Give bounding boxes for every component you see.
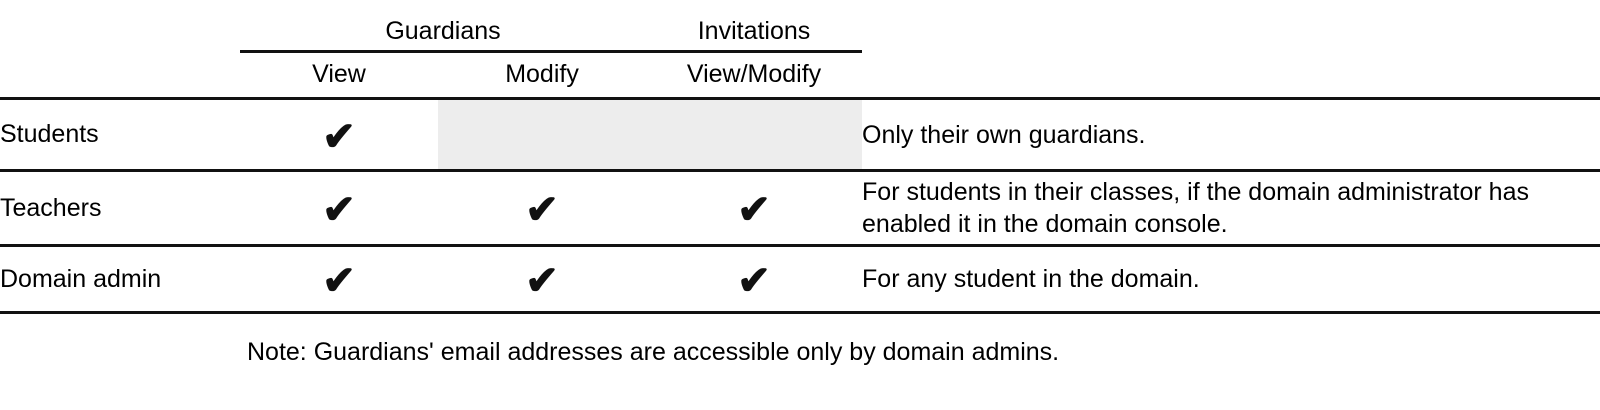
spanner-desc-empty — [862, 0, 1537, 52]
cell-teachers-invitations: ✔ — [646, 170, 863, 247]
cell-students-description: Only their own guardians. — [862, 98, 1538, 172]
table-row-students: Students ✔ Only their own guardians. — [0, 98, 1600, 172]
spanner-header-guardians: Guardians — [240, 0, 647, 53]
column-header-pad-empty — [1537, 51, 1600, 100]
row-label-domain-admin: Domain admin — [0, 245, 240, 314]
cell-teachers-description: For students in their classes, if the do… — [862, 170, 1538, 247]
cell-domain-admin-guardians-modify: ✔ — [438, 245, 647, 314]
cell-students-guardians-modify — [438, 98, 647, 172]
cell-domain-admin-description: For any student in the domain. — [862, 245, 1538, 314]
table-note: Note: Guardians' email addresses are acc… — [247, 338, 1060, 366]
cell-students-pad — [1537, 98, 1600, 172]
cell-domain-admin-pad — [1537, 245, 1600, 314]
guardian-permissions-table: Guardians Invitations View Modify View/M… — [0, 0, 1600, 314]
table-row-teachers: Teachers ✔ ✔ ✔ For students in their cla… — [0, 170, 1600, 247]
column-header-role-empty — [0, 51, 240, 100]
spanner-header-invitations: Invitations — [646, 0, 863, 53]
cell-domain-admin-invitations: ✔ — [646, 245, 863, 314]
row-label-teachers: Teachers — [0, 170, 240, 247]
check-icon: ✔ — [525, 188, 559, 232]
check-icon: ✔ — [737, 259, 771, 303]
cell-teachers-guardians-modify: ✔ — [438, 170, 647, 247]
cell-teachers-pad — [1537, 170, 1600, 247]
column-header-invitations-view-modify: View/Modify — [646, 51, 863, 100]
cell-teachers-guardians-view: ✔ — [240, 170, 438, 247]
spanner-header-row: Guardians Invitations — [0, 0, 1600, 53]
column-header-description-empty — [862, 51, 1538, 100]
column-header-guardians-modify: Modify — [438, 51, 647, 100]
spanner-corner-empty — [0, 0, 240, 52]
check-icon: ✔ — [737, 188, 771, 232]
check-icon: ✔ — [322, 188, 356, 232]
spanner-pad-empty — [1537, 0, 1600, 52]
check-icon: ✔ — [525, 259, 559, 303]
table-row-domain-admin: Domain admin ✔ ✔ ✔ For any student in th… — [0, 245, 1600, 314]
cell-domain-admin-guardians-view: ✔ — [240, 245, 438, 314]
column-header-guardians-view: View — [240, 51, 438, 100]
check-icon: ✔ — [322, 259, 356, 303]
cell-students-guardians-view: ✔ — [240, 98, 438, 172]
row-label-students: Students — [0, 98, 240, 172]
check-icon: ✔ — [322, 114, 356, 159]
cell-students-invitations — [646, 98, 863, 172]
column-header-row: View Modify View/Modify — [0, 51, 1600, 100]
